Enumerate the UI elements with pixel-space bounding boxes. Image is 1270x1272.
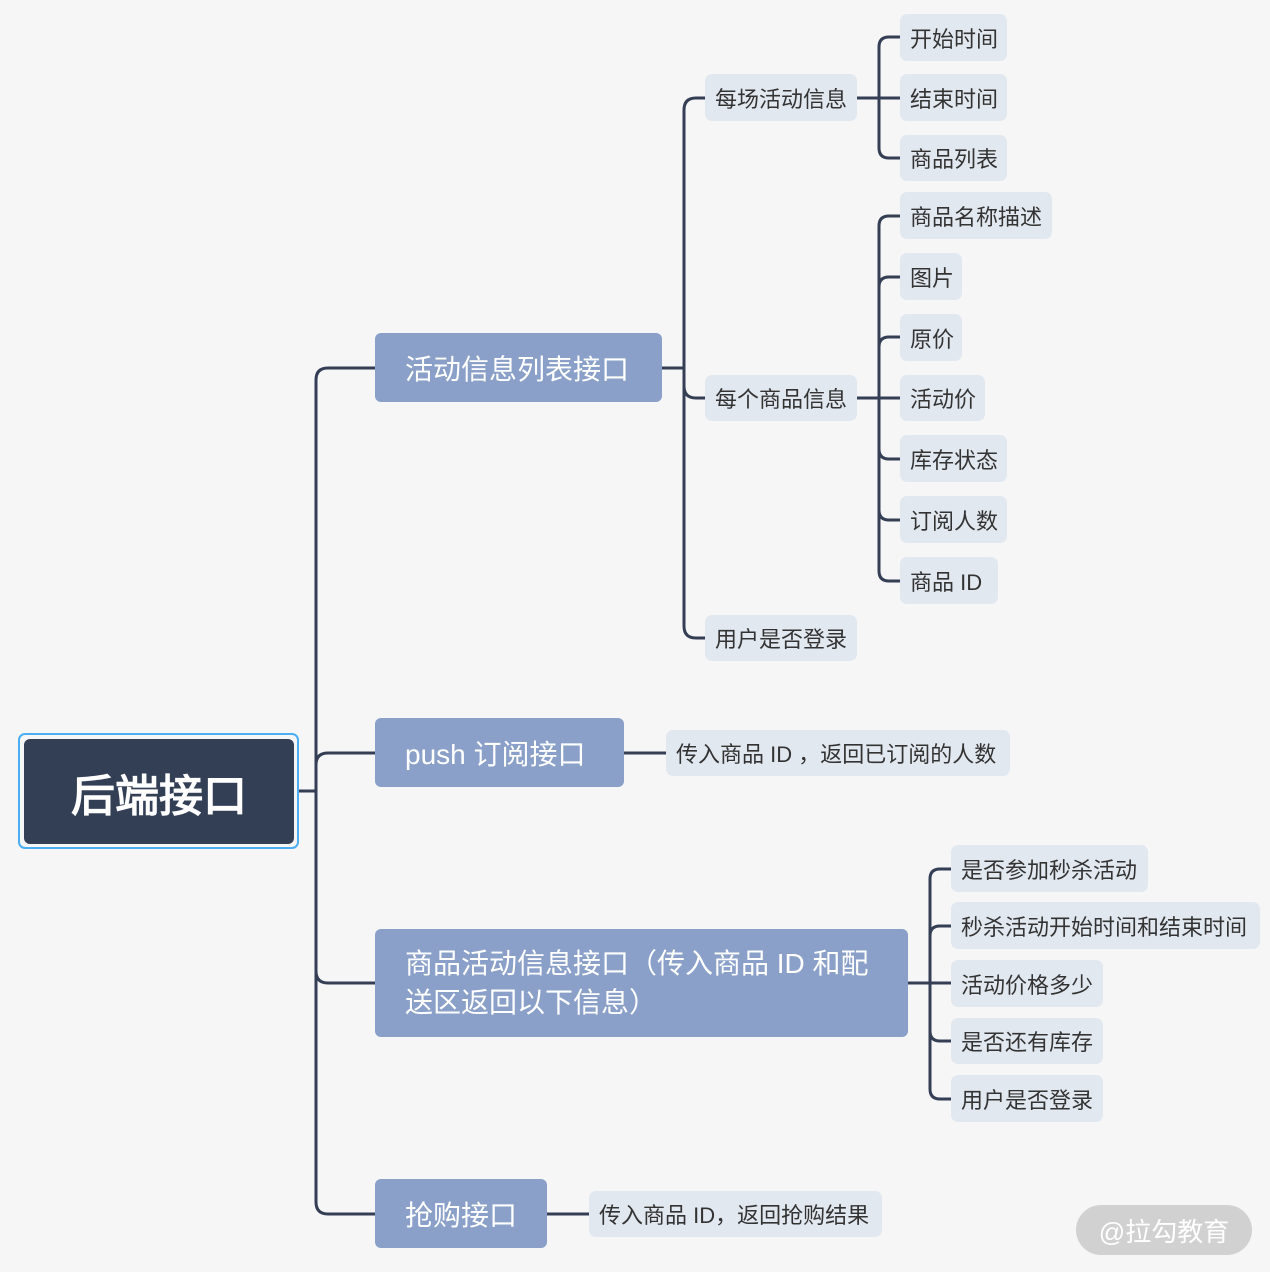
subtopic-each-event-info: 每场活动信息 <box>705 74 857 121</box>
leaf-product-name-description: 商品名称描述 <box>900 192 1052 239</box>
root-topic: 后端接口 <box>24 739 294 844</box>
leaf-stock-remaining: 是否还有库存 <box>951 1018 1103 1064</box>
subtopic-purchase-description: 传入商品 ID，返回抢购结果 <box>589 1191 882 1237</box>
connector-root-to-product-activity-info-api <box>297 789 377 985</box>
leaf-flash-sale-start-end-time: 秒杀活动开始时间和结束时间 <box>951 902 1260 949</box>
connector-to-each-event-info <box>660 96 707 370</box>
connector-to-flash-sale-start-end-time <box>906 924 953 985</box>
leaf-end-time: 结束时间 <box>900 74 1007 121</box>
connector-root-to-flash-purchase-api <box>297 789 377 1216</box>
topic-label-line-1: 商品活动信息接口（传入商品 ID 和配 <box>405 948 869 979</box>
root-topic-outline <box>18 733 299 849</box>
connector-to-user-logged-in <box>660 366 707 640</box>
leaf-start-time: 开始时间 <box>900 14 1007 61</box>
leaf-product-list: 商品列表 <box>900 135 1007 181</box>
connector-to-product-list <box>855 96 902 160</box>
connector-to-image <box>855 275 902 400</box>
topic-push-subscribe-api: push 订阅接口 <box>375 718 624 787</box>
leaf-user-logged-in: 用户是否登录 <box>951 1075 1103 1122</box>
connector-to-start-time <box>855 35 902 100</box>
subtopic-each-product-info: 每个商品信息 <box>705 375 857 421</box>
leaf-activity-price-amount: 活动价格多少 <box>951 960 1103 1007</box>
leaf-joins-flash-sale: 是否参加秒杀活动 <box>951 845 1148 892</box>
leaf-product-id: 商品 ID <box>900 557 998 604</box>
connector-to-original-price <box>855 335 902 400</box>
watermark-lagou-education: @拉勾教育 <box>1076 1205 1252 1255</box>
connector-to-user-logged-in-2 <box>906 981 953 1101</box>
connector-to-product-id <box>855 396 902 583</box>
connector-root-to-activity-list-api <box>297 366 377 793</box>
leaf-image: 图片 <box>900 253 962 300</box>
subtopic-push-description: 传入商品 ID ，返回已订阅的人数 <box>666 730 1010 776</box>
connector-to-joins-flash-sale <box>906 867 953 985</box>
topic-activity-list-api: 活动信息列表接口 <box>375 333 662 402</box>
subtopic-user-logged-in: 用户是否登录 <box>705 615 857 661</box>
leaf-subscriber-count: 订阅人数 <box>900 496 1007 543</box>
leaf-stock-status: 库存状态 <box>900 435 1007 482</box>
connector-root-to-push-subscribe-api <box>297 751 377 793</box>
topic-flash-purchase-api: 抢购接口 <box>375 1179 547 1248</box>
topic-label-line-2: 送区返回以下信息） <box>405 987 658 1018</box>
topic-product-activity-info-api: 商品活动信息接口（传入商品 ID 和配 送区返回以下信息） <box>375 929 908 1037</box>
leaf-original-price: 原价 <box>900 314 962 361</box>
leaf-activity-price: 活动价 <box>900 375 985 421</box>
connector-to-product-name-description <box>855 214 902 400</box>
